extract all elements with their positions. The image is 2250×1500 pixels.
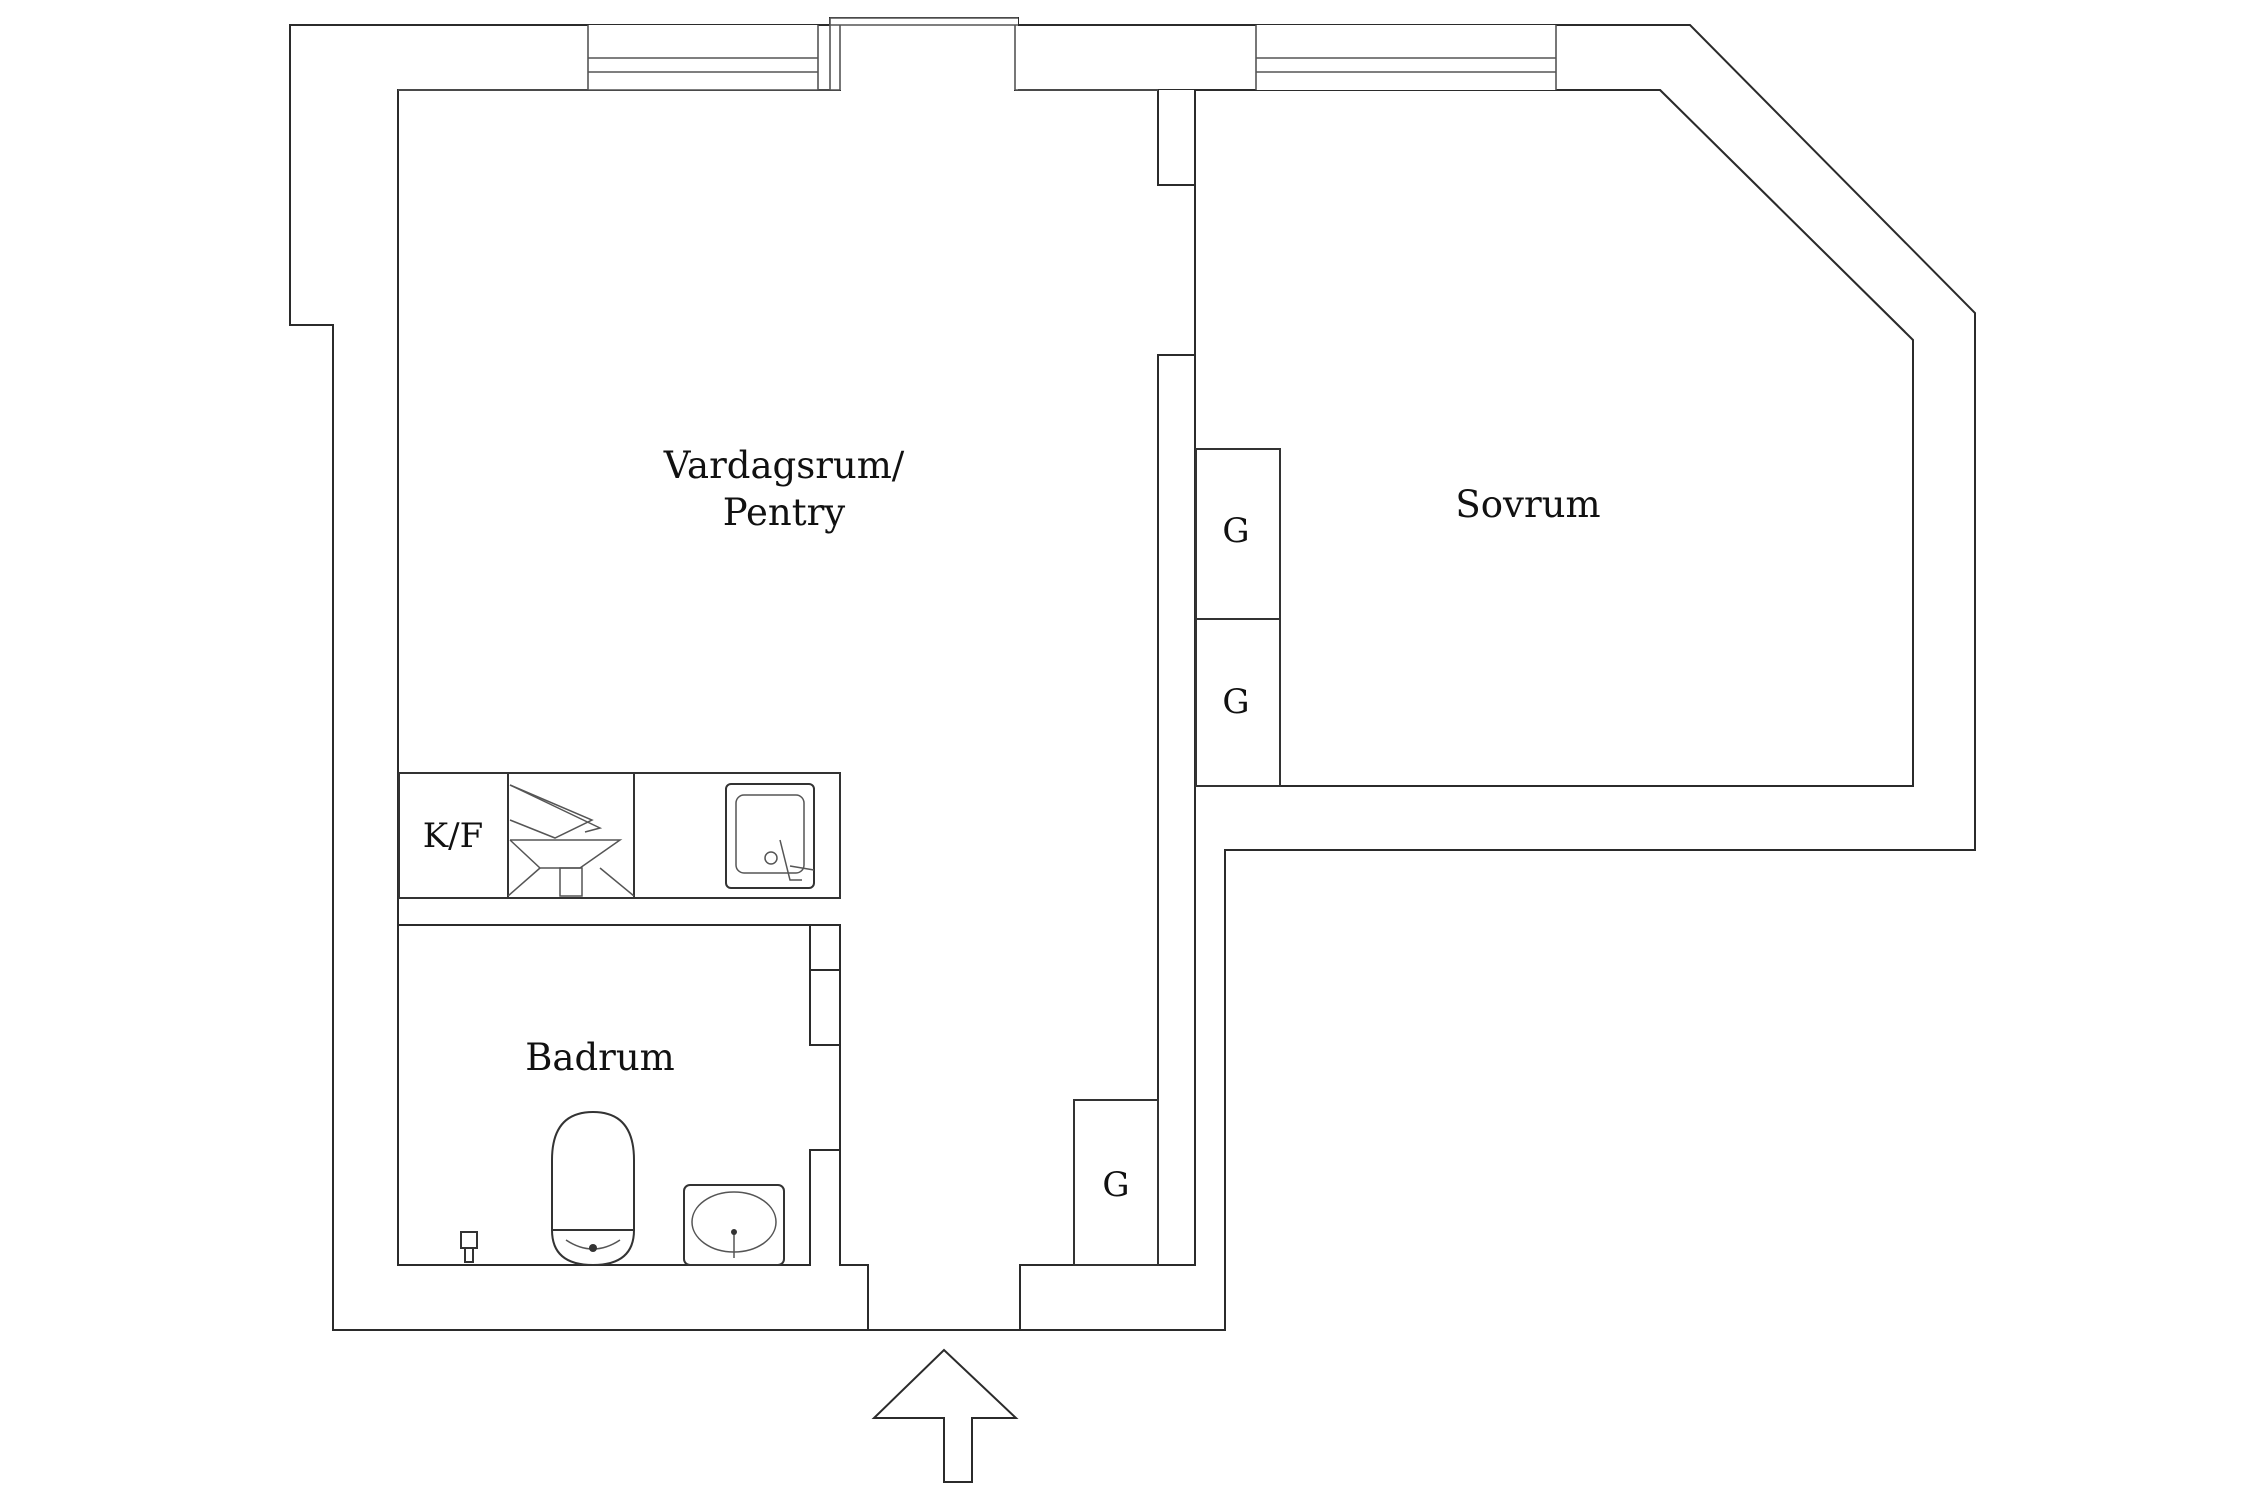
closet-label-1: G <box>1222 511 1249 551</box>
room-label-bedroom: Sovrum <box>1455 483 1600 526</box>
stove-icon <box>507 772 635 899</box>
room-label-bathroom: Badrum <box>525 1036 675 1079</box>
bathroom-room <box>397 924 841 1266</box>
window-right <box>1255 25 1557 90</box>
toilet-icon <box>550 1110 636 1267</box>
closet-bedroom-2 <box>1195 618 1281 787</box>
washbasin-icon <box>683 1184 785 1266</box>
room-label-living-line1: Vardagsrum/ <box>663 444 905 487</box>
kitchen-sink-icon <box>725 783 815 889</box>
floor-drain-icon <box>460 1231 478 1263</box>
closet-label-2: G <box>1222 682 1249 722</box>
balcony-door <box>829 17 1018 90</box>
closet-bedroom-1 <box>1195 448 1281 620</box>
fridge-freezer-label: K/F <box>423 816 483 856</box>
entrance-arrow-icon <box>871 1348 1019 1483</box>
bedroom-room <box>1194 89 1914 787</box>
closet-label-3: G <box>1102 1165 1129 1205</box>
window-left <box>587 25 819 90</box>
closet-hall <box>1073 1099 1159 1266</box>
room-label-living-line2: Pentry <box>723 491 846 534</box>
